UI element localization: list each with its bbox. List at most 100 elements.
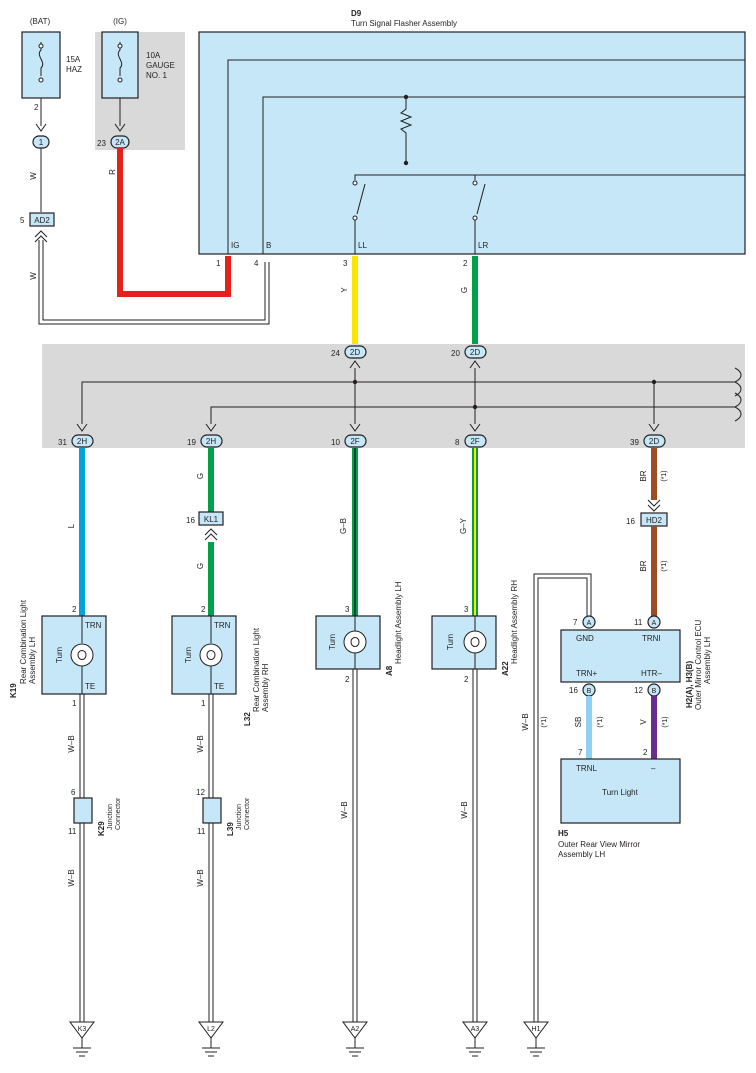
jb-out-conn-5 bbox=[643, 434, 666, 448]
fuse-gauge-term2 bbox=[117, 77, 123, 83]
ground-a3-symbol bbox=[466, 1038, 484, 1057]
k29-name2: Connector bbox=[115, 797, 122, 830]
a22-filament bbox=[470, 637, 480, 647]
mirror-wb-note: (*1) bbox=[541, 716, 548, 727]
switch-common bbox=[354, 174, 745, 180]
l32-wb-label1: W–B bbox=[196, 735, 205, 752]
k19-pin-bottom: 1 bbox=[72, 699, 77, 708]
ground-a2-label: A2 bbox=[351, 1026, 360, 1033]
ground-h1-symbol bbox=[527, 1038, 545, 1057]
flasher-b-line bbox=[262, 96, 745, 254]
l39-junction bbox=[202, 797, 222, 824]
connector-kl1-pin: 16 bbox=[186, 516, 195, 525]
ecu-trnp-letter: B bbox=[587, 688, 592, 695]
connector-2a-pin: 23 bbox=[97, 139, 106, 148]
a22-wb-label: W–B bbox=[460, 801, 469, 818]
k19-wb-label1: W–B bbox=[67, 735, 76, 752]
jb-out-pin-5: 39 bbox=[630, 438, 639, 447]
fuse-haz-pin: 2 bbox=[34, 103, 39, 112]
ecu-htr-letter: B bbox=[652, 688, 657, 695]
mirror-note-sb: (*1) bbox=[597, 716, 604, 727]
ecu-htr-num: 12 bbox=[634, 686, 643, 695]
fuse-haz-rating: 15A bbox=[66, 55, 81, 64]
node-mirror bbox=[651, 379, 657, 385]
jb-out-arrow-2 bbox=[205, 423, 217, 432]
a22-pin-bottom: 2 bbox=[464, 675, 469, 684]
ground-a3-label: A3 bbox=[471, 1026, 480, 1033]
wire-w-lower-b bbox=[42, 240, 266, 321]
flasher-num-lr: 2 bbox=[463, 259, 468, 268]
turn-light-name: Turn Light bbox=[602, 788, 639, 797]
k19-pin-trn: TRN bbox=[85, 621, 102, 630]
fuse-gauge-term1 bbox=[117, 43, 123, 49]
bus-break-1 bbox=[734, 367, 742, 397]
mirror-wire-v: V bbox=[639, 719, 648, 725]
a22-wire-label: G–Y bbox=[459, 517, 468, 534]
ecu-pin-trnp: TRN+ bbox=[576, 669, 597, 678]
ground-a2: A2 bbox=[342, 1021, 368, 1057]
a8-wb-label: W–B bbox=[340, 801, 349, 818]
ecu-trni-letter: A bbox=[652, 620, 657, 627]
a22-pin-top: 3 bbox=[464, 605, 469, 614]
l32-filament bbox=[206, 650, 216, 660]
l32-bulb-label: Turn bbox=[184, 647, 193, 663]
jb-out-conn-3 bbox=[344, 434, 367, 448]
haz-arrow bbox=[35, 123, 47, 132]
kl1-chevron bbox=[204, 528, 218, 541]
k19-code: K19 bbox=[9, 683, 18, 698]
mirror-note2: (*1) bbox=[661, 560, 668, 571]
a22-code: A22 bbox=[501, 661, 510, 676]
fuse-gauge-element bbox=[117, 42, 123, 76]
jb-in-right-arrow bbox=[469, 360, 481, 369]
ecu-pin-trni: TRNI bbox=[642, 634, 661, 643]
ground-a3-tri bbox=[462, 1021, 488, 1039]
light-num-right: 2 bbox=[643, 748, 648, 757]
jb-in-left-arrow bbox=[349, 360, 361, 369]
ground-k3: K3 bbox=[69, 1021, 95, 1057]
hd2-chevron bbox=[647, 499, 661, 512]
h5-name2: Assembly LH bbox=[558, 850, 605, 859]
jb-out-pin-3: 10 bbox=[331, 438, 340, 447]
ecu-gnd-letter: A bbox=[587, 620, 592, 627]
a8-pin-top: 3 bbox=[345, 605, 350, 614]
ground-k3-symbol bbox=[73, 1038, 91, 1057]
fuse-gauge bbox=[101, 31, 139, 99]
l32-code: L32 bbox=[243, 712, 252, 726]
wire-g-label: G bbox=[460, 287, 469, 293]
switch-ll-blade bbox=[356, 183, 366, 215]
jb-out-arrow-5 bbox=[648, 423, 660, 432]
ground-l2: L2 bbox=[198, 1021, 224, 1057]
bus-break-2 bbox=[734, 392, 742, 422]
ecu-pin-gnd: GND bbox=[576, 634, 594, 643]
connector-hd2-pin: 16 bbox=[626, 517, 635, 526]
flasher-num-ig: 1 bbox=[216, 259, 221, 268]
l39-name1: Junction bbox=[236, 804, 243, 830]
ecu-gnd-conn bbox=[582, 615, 596, 629]
jb-in-right-pin: 20 bbox=[451, 349, 460, 358]
node-r bbox=[403, 160, 409, 166]
k29-junction bbox=[73, 797, 93, 824]
junction-block bbox=[42, 344, 745, 448]
ecu-box bbox=[560, 629, 681, 683]
jb-out-pin-1: 31 bbox=[58, 438, 67, 447]
flasher-num-b: 4 bbox=[254, 259, 259, 268]
mirror-wire-sb: SB bbox=[574, 717, 583, 728]
mirror-note-v: (*1) bbox=[662, 716, 669, 727]
fuse-gauge-rating: 10A bbox=[146, 51, 161, 60]
k19-wb-label2: W–B bbox=[67, 869, 76, 886]
light-num-left: 7 bbox=[578, 748, 583, 757]
a8-code: A8 bbox=[385, 665, 394, 676]
l32-bulb bbox=[199, 643, 223, 667]
switch-ll-bot bbox=[352, 215, 358, 221]
gauge-arrow bbox=[114, 123, 126, 132]
fuse-haz-element bbox=[38, 42, 44, 76]
l39-code: L39 bbox=[226, 822, 235, 836]
a22-name: Headlight Assembly RH bbox=[510, 580, 519, 664]
node-lr bbox=[472, 404, 478, 410]
jb-in-right-id: 2D bbox=[470, 348, 480, 357]
ecu-code: H2(A), H3(B) bbox=[685, 661, 694, 708]
light-pin-trnl: TRNL bbox=[576, 764, 597, 773]
l32-name2: Assembly RH bbox=[261, 663, 270, 712]
l32-pin-trn: TRN bbox=[214, 621, 231, 630]
l32-name1: Rear Combination Light bbox=[252, 627, 261, 712]
